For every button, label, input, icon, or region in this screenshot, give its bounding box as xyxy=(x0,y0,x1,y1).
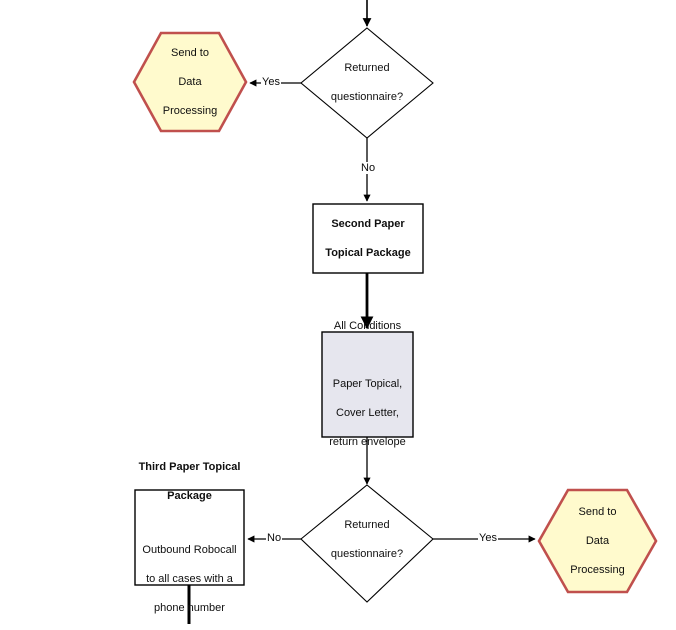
hexagon-bottom-label-group: Send to Data Processing xyxy=(539,490,656,592)
hexagon-bottom-line3: Processing xyxy=(570,563,625,576)
third-paper-label-group: Third Paper Topical Package Outbound Rob… xyxy=(135,461,244,615)
second-paper-text: Second Paper Topical Package xyxy=(325,202,410,275)
diamond-top-line1: Returned xyxy=(344,62,390,75)
hexagon-bottom-text: Send to Data Processing xyxy=(570,490,624,592)
hexagon-top-text: Send to Data Processing xyxy=(163,31,217,133)
all-conditions-label-group: All Conditions Paper Topical, Cover Lett… xyxy=(322,320,413,448)
hexagon-bottom-line2: Data xyxy=(585,534,610,547)
diamond-top-line2: questionnaire? xyxy=(330,91,404,104)
second-paper-label-group: Second Paper Topical Package xyxy=(313,204,423,273)
diamond-bottom-text: Returned questionnaire? xyxy=(331,504,403,577)
diamond-bottom-line1: Returned xyxy=(344,519,390,532)
diamond-bottom-label-group: Returned questionnaire? xyxy=(301,485,433,595)
hexagon-top-line1: Send to xyxy=(171,46,209,59)
hexagon-send-to-data-processing-bottom xyxy=(537,488,658,594)
diamond-bottom-line2: questionnaire? xyxy=(330,548,404,561)
hexagon-top-line3: Processing xyxy=(162,104,218,117)
edge-label-yes-bottom: Yes xyxy=(478,532,498,544)
third-paper-spacer xyxy=(139,518,241,529)
third-paper-line1: Outbound Robocall xyxy=(142,544,237,556)
box-all-conditions xyxy=(321,331,414,438)
third-paper-heading2: Package xyxy=(167,489,212,502)
hexagon-top-label-group: Send to Data Processing xyxy=(134,33,246,131)
second-paper-line2: Topical Package xyxy=(325,246,411,259)
box-third-paper-package xyxy=(134,489,245,586)
edge-label-no-bottom: No xyxy=(266,532,283,544)
diamond-top-label-group: Returned questionnaire? xyxy=(301,28,433,138)
diamond-returned-questionnaire-bottom xyxy=(300,484,434,603)
diamond-top-text: Returned questionnaire? xyxy=(331,47,403,120)
edge-label-yes-top: Yes xyxy=(261,76,281,88)
all-conditions-line1: Paper Topical, xyxy=(332,378,403,391)
third-paper-line2: to all cases with a xyxy=(146,573,233,585)
all-conditions-spacer xyxy=(329,348,405,363)
hexagon-bottom-line1: Send to xyxy=(578,505,617,518)
hexagon-top-line2: Data xyxy=(178,75,202,88)
second-paper-line1: Second Paper xyxy=(331,217,405,230)
all-conditions-line2: Cover Letter, xyxy=(336,407,399,420)
hexagon-send-to-data-processing-top xyxy=(132,31,248,133)
edge-label-no-top: No xyxy=(360,162,377,174)
